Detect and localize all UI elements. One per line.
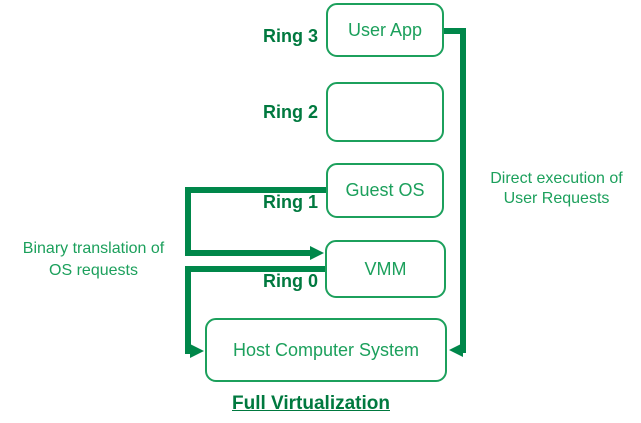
binary-translation-annotation: Binary translation of OS requests	[22, 240, 165, 279]
user-app-box-label: User App	[347, 19, 423, 40]
vmm-box: VMM	[325, 240, 446, 298]
guest-os-box: Guest OS	[326, 163, 444, 218]
ring0-label: Ring 0	[262, 271, 318, 291]
guestos-to-vmm-arrow-line	[185, 187, 326, 256]
direct-execution-arrow-line	[444, 28, 466, 353]
direct-execution-arrowhead-icon	[449, 343, 463, 357]
ring3-label: Ring 3	[262, 26, 318, 46]
vmm-box-label: VMM	[364, 258, 407, 279]
user-app-box: User App	[326, 3, 444, 57]
diagram-title: Full Virtualization	[232, 393, 390, 414]
guestos-to-vmm-arrowhead-icon	[310, 246, 324, 260]
host-computer-system-box-label: Host Computer System	[232, 339, 420, 360]
vmm-to-host-arrowhead-icon	[190, 344, 204, 358]
host-computer-system-box: Host Computer System	[205, 318, 447, 382]
guest-os-box-label: Guest OS	[345, 180, 425, 200]
direct-execution-annotation: Direct execution of User Requests	[490, 170, 623, 207]
vmm-to-host-arrow-line	[185, 266, 326, 354]
ring2-empty-box	[326, 82, 444, 142]
ring2-label: Ring 2	[262, 102, 318, 122]
ring1-label: Ring 1	[262, 192, 318, 212]
